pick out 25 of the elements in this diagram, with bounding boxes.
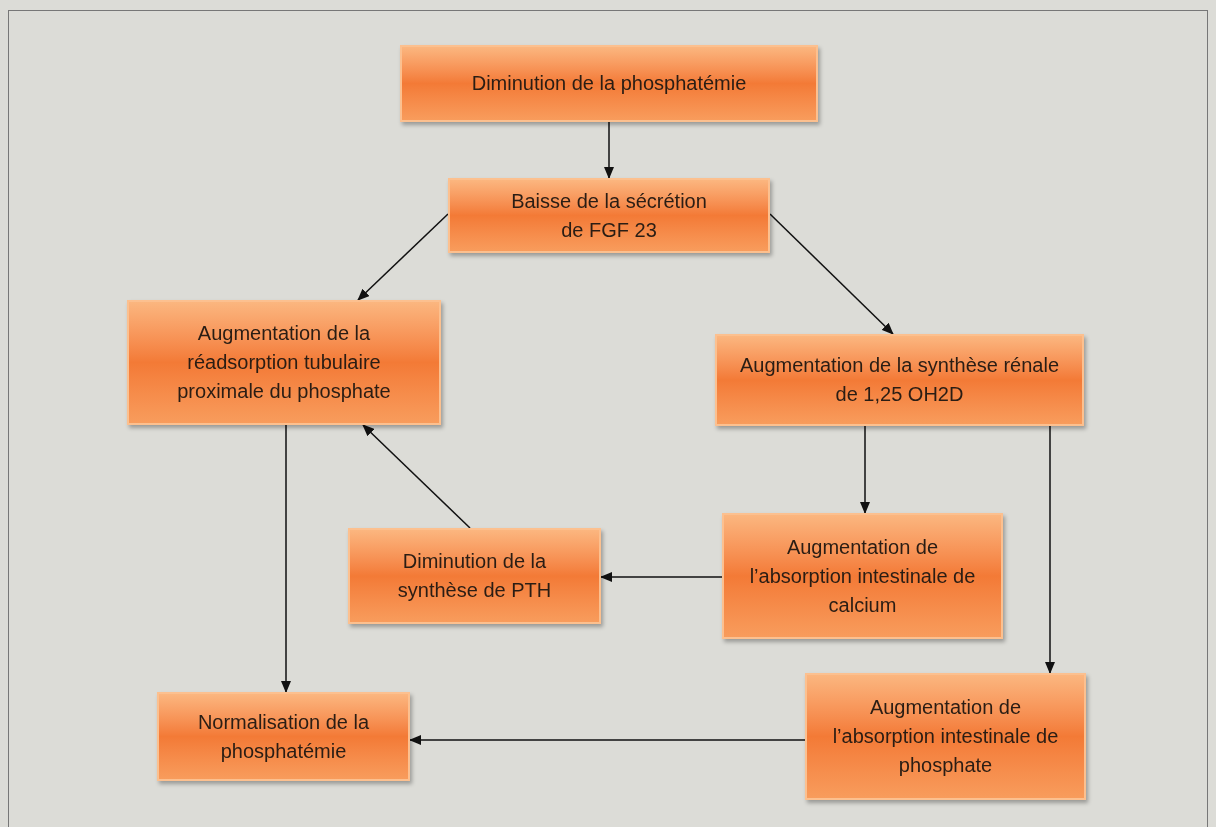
process-box: [157, 692, 410, 781]
arrow: [860, 425, 870, 514]
box-text: Diminution de la synthèse de PTH: [396, 549, 553, 603]
box-text: Augmentation de l’absorption intestinale de calcium: [748, 534, 977, 618]
box-text: Baisse de la sécrétion de FGF 23: [510, 188, 708, 243]
process-box: [448, 178, 770, 253]
arrow: [769, 213, 894, 335]
box-text: Normalisation de la phosphatémie: [196, 709, 371, 764]
arrow: [281, 424, 291, 693]
process-box: [805, 673, 1086, 800]
arrow: [604, 121, 614, 179]
box-text: Diminution de la phosphatémie: [471, 71, 747, 96]
arrow: [1045, 425, 1055, 674]
arrow: [362, 424, 471, 529]
arrow: [357, 213, 449, 301]
process-box: [127, 300, 441, 425]
process-box: [348, 528, 601, 624]
process-box: [715, 334, 1084, 426]
box-text: Augmentation de la synthèse rénale de 1,25 OH2D: [738, 353, 1061, 407]
arrow: [600, 572, 723, 582]
process-box: [400, 45, 818, 122]
process-box: [722, 513, 1003, 639]
box-text: Augmentation de l’absorption intestinale de phosphate: [831, 695, 1060, 778]
arrow: [409, 735, 806, 745]
box-text: Augmentation de la réadsorption tubulaire proximale du phosphate: [176, 321, 392, 404]
